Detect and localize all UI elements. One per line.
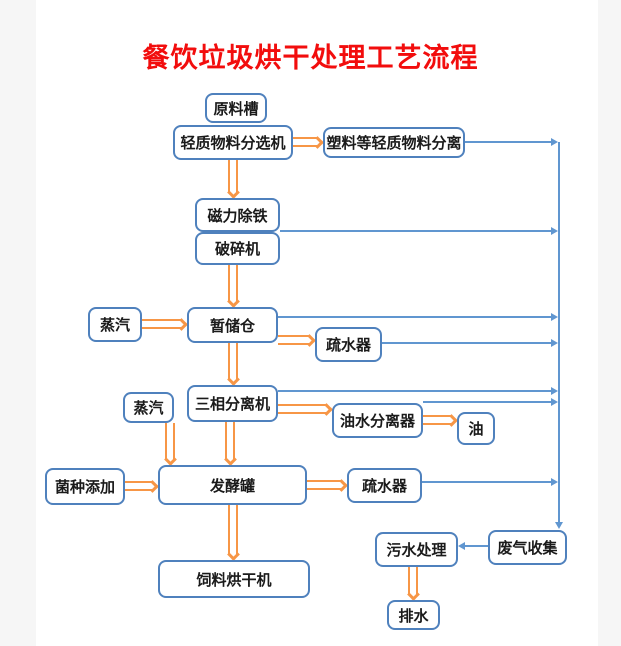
line-trap1-to-collector — [382, 342, 553, 344]
arrow-fermenter-to-dryer — [226, 505, 240, 561]
left-margin-strip — [0, 0, 36, 646]
node-light-material-sorter: 轻质物料分选机 — [173, 125, 293, 160]
node-feed-dryer: 饲料烘干机 — [158, 560, 310, 598]
line-buffer-to-collector-arrowhead — [551, 312, 558, 321]
line-plastic-separation-to-collector — [465, 141, 553, 143]
node-oil: 油 — [457, 412, 495, 445]
line-trap1-to-collector-arrowhead — [551, 338, 558, 347]
arrow-steam2-to-fermenter — [163, 423, 177, 466]
arrow-sorter-to-magnetic — [226, 160, 240, 199]
node-oil-water-separator: 油水分离器 — [332, 403, 423, 438]
arrow-buffer-to-trap1-shaft — [278, 335, 310, 345]
arrow-sorter-to-magnetic-shaft — [228, 160, 238, 193]
line-plastic-separation-to-collector-arrowhead — [551, 137, 558, 146]
node-steam-1: 蒸汽 — [88, 307, 142, 342]
arrow-sorter-to-plastic-separation-shaft — [293, 137, 318, 147]
arrow-fermenter-to-trap2-shaft — [307, 480, 342, 490]
node-waste-gas-collection: 废气收集 — [488, 530, 567, 565]
arrow-inoculum-to-fermenter-shaft — [125, 481, 153, 491]
arrow-buffer-to-three-phase — [226, 343, 240, 386]
arrow-oil-water-to-oil-shaft — [423, 415, 452, 425]
line-oil-water-to-collector-arrowhead — [551, 397, 558, 406]
line-three-phase-to-collector-arrowhead — [551, 386, 558, 395]
node-drainage: 排水 — [387, 600, 440, 630]
node-crusher: 破碎机 — [195, 232, 280, 265]
page-title: 餐饮垃圾烘干处理工艺流程 — [142, 43, 479, 73]
node-inoculum-addition: 菌种添加 — [45, 468, 125, 505]
arrow-three-phase-to-fermenter-shaft — [225, 422, 235, 460]
arrow-three-phase-to-fermenter — [223, 422, 237, 466]
node-fermentation-tank: 发酵罐 — [158, 465, 307, 505]
arrow-inoculum-to-fermenter — [125, 479, 159, 493]
line-waste-gas-to-sewage-arrowhead — [458, 541, 465, 550]
line-buffer-to-collector — [278, 316, 553, 318]
node-steam-2: 蒸汽 — [123, 392, 174, 423]
arrow-buffer-to-trap1 — [278, 333, 316, 347]
line-three-phase-to-collector — [278, 390, 553, 392]
arrow-oil-water-to-oil — [423, 413, 458, 427]
line-waste-gas-to-sewage — [463, 545, 488, 547]
node-steam-trap-2: 疏水器 — [347, 468, 422, 503]
node-buffer-silo: 暂储仓 — [187, 307, 278, 343]
collector-line-to-waste-gas-arrowhead — [554, 522, 563, 529]
collector-line-to-waste-gas — [558, 142, 560, 524]
node-raw-material-tank: 原料槽 — [205, 93, 267, 123]
line-trap2-to-collector — [422, 481, 553, 483]
arrow-crusher-to-buffer — [226, 265, 240, 308]
arrow-three-phase-to-oil-water-shaft — [278, 404, 327, 414]
line-trap2-to-collector-arrowhead — [551, 477, 558, 486]
arrow-sewage-to-drainage-shaft — [408, 567, 418, 595]
node-steam-trap-1: 疏水器 — [315, 327, 382, 362]
node-magnetic-iron-removal: 磁力除铁 — [195, 198, 280, 232]
right-margin-strip — [598, 0, 621, 646]
node-plastic-light-material-separation: 塑料等轻质物料分离 — [323, 127, 465, 158]
arrow-three-phase-to-oil-water — [278, 402, 333, 416]
arrow-steam1-to-buffer — [142, 317, 188, 331]
node-sewage-treatment: 污水处理 — [375, 532, 458, 567]
arrow-crusher-to-buffer-shaft — [228, 265, 238, 302]
arrow-steam2-to-fermenter-shaft — [165, 423, 175, 460]
line-magnetic-crusher-to-collector — [280, 230, 553, 232]
arrow-fermenter-to-trap2 — [307, 478, 348, 492]
line-oil-water-to-collector — [423, 401, 553, 403]
arrow-buffer-to-three-phase-shaft — [228, 343, 238, 380]
line-magnetic-crusher-to-collector-arrowhead — [551, 226, 558, 235]
arrow-sewage-to-drainage — [406, 567, 420, 601]
arrow-steam1-to-buffer-shaft — [142, 319, 182, 329]
arrow-fermenter-to-dryer-shaft — [228, 505, 238, 555]
arrow-sorter-to-plastic-separation — [293, 135, 324, 149]
node-three-phase-separator: 三相分离机 — [187, 385, 278, 422]
